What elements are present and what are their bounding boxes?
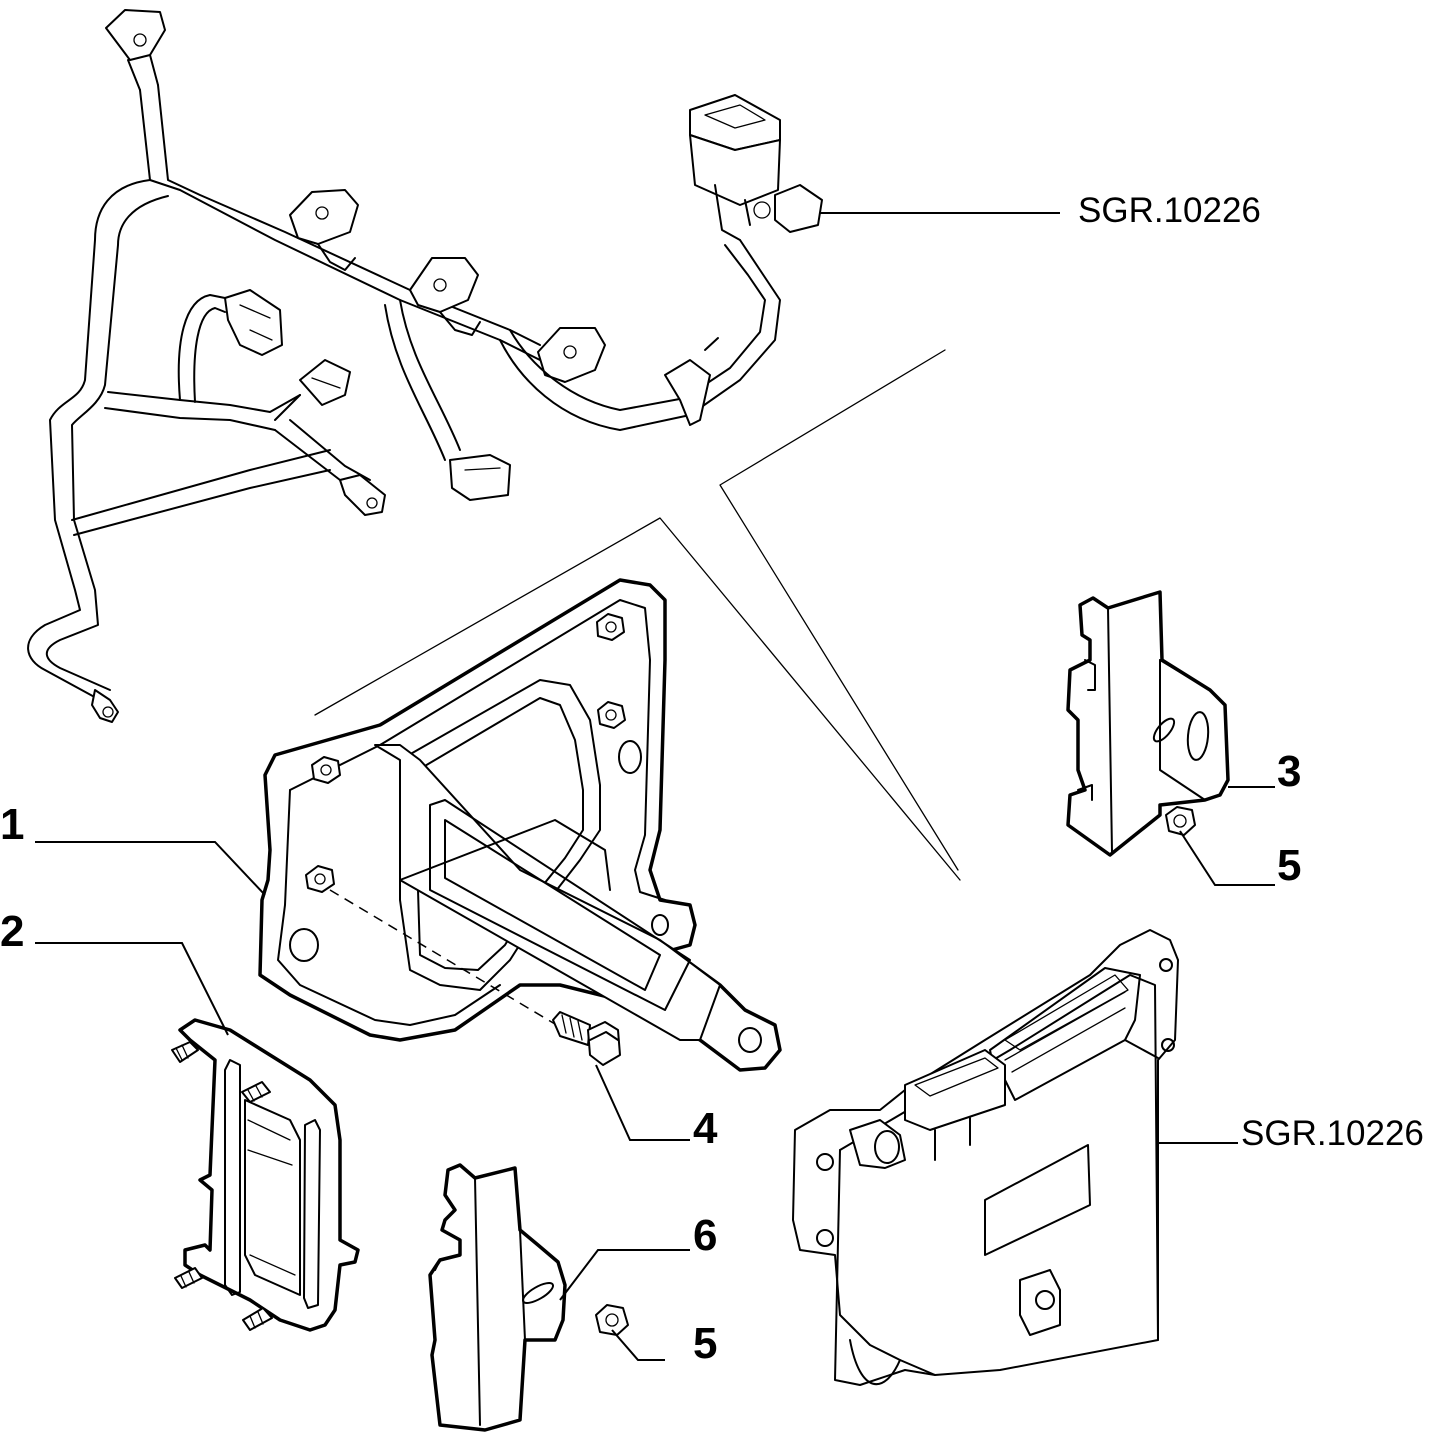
leader-part-5-bottom [611,1329,665,1361]
leader-part-2 [35,942,229,1036]
frame-stud-mid [241,1081,271,1103]
part-6-bracket [428,1163,567,1432]
callout-4: 4 [693,1104,718,1153]
bracket-nut-top [596,613,625,641]
harness-connector-small [274,359,351,421]
callout-1: 1 [0,800,24,849]
leader-part-5-right [1179,830,1275,886]
bracket-nut-upper-right [597,701,626,729]
part-4-bolt [552,1011,621,1066]
harness-clip [664,337,719,426]
harness-ring-terminal-middle [339,474,386,516]
callout-5-right: 5 [1277,841,1301,890]
harness-injector-connector-2 [409,257,481,336]
part-2-mounting-frame [171,1018,360,1332]
leader-part-6 [559,1249,690,1301]
bracket-nut-left-top [311,756,341,784]
wiring-harness [27,9,823,723]
leader-harness-to-bracket [314,517,961,881]
harness-injector-connector-1 [289,189,359,271]
part-1-mounting-bracket [258,578,782,1072]
harness-connector-multipin [689,94,823,241]
callout-ref-harness: SGR.10226 [1078,191,1261,230]
bolt-axis-dashed-line [329,889,566,1031]
frame-stud-top-left [171,1041,199,1063]
part-5-nut-right [1165,806,1196,836]
harness-ring-terminal-lower-left [91,689,119,723]
leader-harness-to-ecu [719,349,959,871]
callout-2: 2 [0,907,24,956]
frame-stud-bottom-left [174,1267,203,1289]
harness-connector-left-sensor [224,289,283,356]
leader-part-4 [595,1064,690,1141]
part-5-nut-bottom [595,1304,629,1336]
callout-ref-ecu: SGR.10226 [1241,1114,1424,1153]
callout-3: 3 [1277,747,1301,796]
harness-connector-top-left [105,9,166,91]
frame-stud-bottom [242,1307,273,1331]
part-3-small-bracket [1066,590,1230,857]
harness-connector-lower-middle [449,454,511,501]
callout-5-bottom: 5 [693,1319,717,1368]
ecu-control-unit [792,929,1179,1386]
callout-6: 6 [693,1211,717,1260]
leader-part-1 [35,841,266,896]
bracket-nut-left-mid [305,865,335,893]
